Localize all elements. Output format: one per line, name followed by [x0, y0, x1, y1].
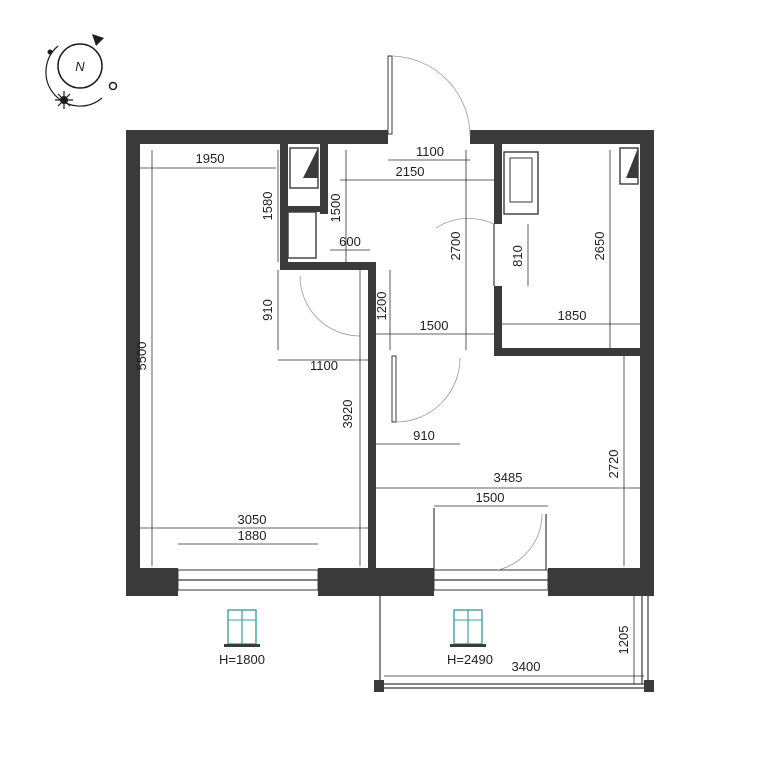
dim-label-1100-top: 1100: [416, 144, 444, 159]
windows: [177, 569, 549, 591]
wall-bottom-mid: [318, 568, 434, 596]
bathtub-inner: [509, 157, 533, 203]
balcony-corner-left: [374, 680, 384, 692]
closet-door-swing: [299, 275, 361, 337]
compass: N: [45, 34, 118, 109]
wall-top-right: [470, 130, 654, 144]
compass-north-label: N: [75, 59, 85, 74]
window-left-height: H=1800: [219, 652, 265, 667]
north-arrow-icon: [92, 34, 104, 46]
dim-label-5500: 5500: [134, 342, 149, 371]
dim-label-2150: 2150: [396, 164, 425, 179]
entry-door-leaf: [387, 55, 393, 135]
wall-closet-shelf: [288, 206, 320, 212]
wall-bottom-right: [548, 568, 654, 596]
dim-label-1100-mid: 1100: [310, 358, 338, 373]
window-right-icon: [450, 609, 486, 647]
dim-label-910-h: 910: [413, 428, 435, 443]
dim-label-1580: 1580: [260, 192, 275, 221]
wall-right: [640, 130, 654, 596]
window-legend: H=1800 H=2490: [219, 609, 493, 667]
dim-label-2720: 2720: [606, 450, 621, 479]
dim-label-3920: 3920: [340, 400, 355, 429]
bathroom-cabinet-corner: [626, 148, 638, 178]
wall-closet-bottom: [280, 262, 376, 270]
wall-bathroom-left: [494, 144, 502, 224]
dim-label-3485: 3485: [494, 470, 523, 485]
kitchen-door-swing: [497, 513, 543, 571]
balcony: [374, 596, 654, 692]
dim-label-1200: 1200: [374, 292, 389, 321]
wall-top-left: [126, 130, 388, 144]
wall-closet-left: [280, 144, 288, 268]
dim-label-1500-v: 1500: [328, 194, 343, 223]
compass-dot-small: [47, 49, 53, 55]
entry-door-swing: [391, 55, 471, 137]
dim-label-910-v: 910: [260, 299, 275, 321]
dim-label-2700: 2700: [448, 232, 463, 261]
compass-outer-arc: [45, 45, 103, 107]
dim-label-3050: 3050: [238, 512, 267, 527]
compass-circle: [57, 43, 103, 89]
doors: [299, 55, 547, 571]
wall-partition-main: [368, 262, 376, 568]
fixtures: [287, 147, 639, 259]
window-left-icon: [224, 609, 260, 647]
room-door-leaf: [391, 355, 397, 423]
dim-label-1950: 1950: [196, 151, 225, 166]
sun-icon: [55, 91, 73, 109]
room-door-swing: [395, 357, 461, 423]
dim-label-1500-bottom: 1500: [476, 490, 505, 505]
wall-bathroom-bottom: [494, 348, 654, 356]
dimension-labels: 1950 1100 2150 1580 1500 600 2700 810 26…: [134, 144, 631, 674]
closet-shelf-block: [287, 211, 317, 259]
bathtub-icon: [503, 151, 539, 215]
dimension-lines: [140, 150, 644, 684]
compass-dot: [108, 81, 118, 91]
dim-label-1205: 1205: [616, 626, 631, 655]
dim-label-810: 810: [510, 245, 525, 267]
wall-bottom-left: [126, 568, 178, 596]
walls: [126, 130, 654, 596]
closet-cabinet-corner: [303, 148, 318, 178]
dim-label-600: 600: [339, 234, 361, 249]
wall-closet-right: [320, 144, 328, 214]
dim-label-1500-h: 1500: [420, 318, 449, 333]
wall-left: [126, 130, 140, 596]
dim-label-1850: 1850: [558, 308, 587, 323]
wall-bathroom-left-lower: [494, 286, 502, 356]
dim-label-1880: 1880: [238, 528, 267, 543]
dim-label-2650: 2650: [592, 232, 607, 261]
dim-label-3400: 3400: [512, 659, 541, 674]
bathroom-door-swing: [435, 217, 495, 229]
balcony-corner-right: [644, 680, 654, 692]
window-right-height: H=2490: [447, 652, 493, 667]
